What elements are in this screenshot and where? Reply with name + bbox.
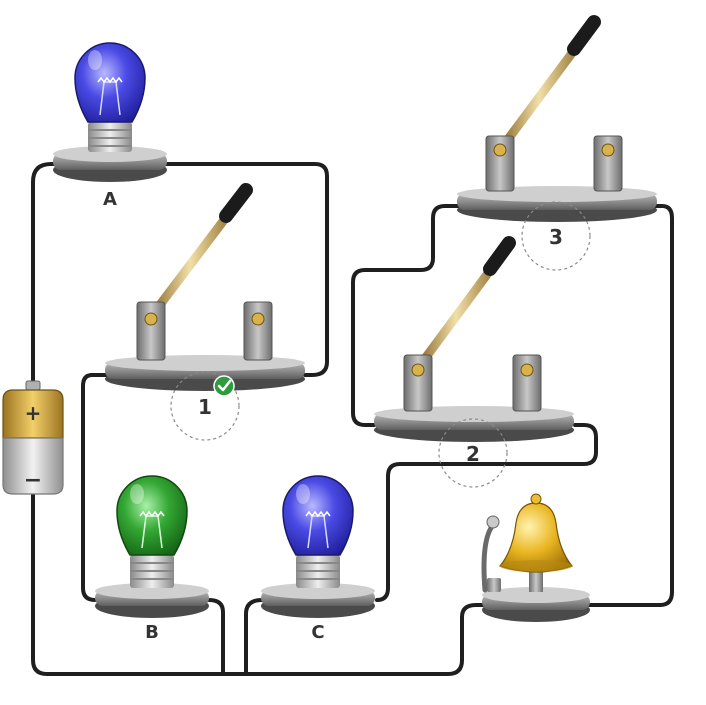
switch-2-label: 2 — [466, 442, 480, 466]
wire-bottom-bus — [31, 486, 486, 676]
switch-2-lever[interactable] — [413, 236, 516, 373]
switch-3-lever[interactable] — [495, 15, 601, 155]
switch-1-lever[interactable] — [145, 183, 253, 323]
wire-bulb-b-to-bottom — [207, 598, 225, 674]
wire-battery-to-bulb-a — [31, 162, 58, 387]
switch-1[interactable]: 1 — [105, 183, 305, 441]
wire-bulb-c-to-switch-2 — [375, 423, 598, 602]
bell[interactable] — [481, 493, 590, 622]
bulb-a[interactable]: A — [53, 42, 167, 210]
switch-1-target[interactable] — [170, 371, 240, 441]
wire-bulb-c-to-bottom — [244, 598, 264, 674]
wire-switch-2-to-switch-3 — [351, 204, 460, 427]
bulb-c-label: C — [311, 622, 324, 643]
switch-2[interactable]: 2 — [374, 236, 574, 488]
switch-3[interactable]: 3 — [457, 15, 657, 271]
wire-switch-3-to-bell — [586, 204, 674, 607]
check-icon — [213, 375, 235, 397]
bulb-b[interactable]: B — [95, 475, 209, 643]
battery-minus-sign: − — [24, 468, 42, 493]
wire-bulb-a-to-switch-1 — [163, 162, 329, 377]
battery-plus-sign: + — [25, 401, 42, 425]
wire-switch-1-to-bulb-b — [81, 373, 108, 602]
switch-3-label: 3 — [549, 225, 563, 249]
wires — [31, 162, 674, 676]
switch-3-target[interactable] — [521, 201, 591, 271]
bulb-a-label: A — [103, 189, 117, 210]
switch-1-label: 1 — [198, 395, 212, 419]
battery: + − — [2, 380, 64, 495]
bulb-c[interactable]: C — [261, 475, 375, 643]
switch-2-target[interactable] — [438, 418, 508, 488]
bulb-b-label: B — [145, 622, 159, 643]
